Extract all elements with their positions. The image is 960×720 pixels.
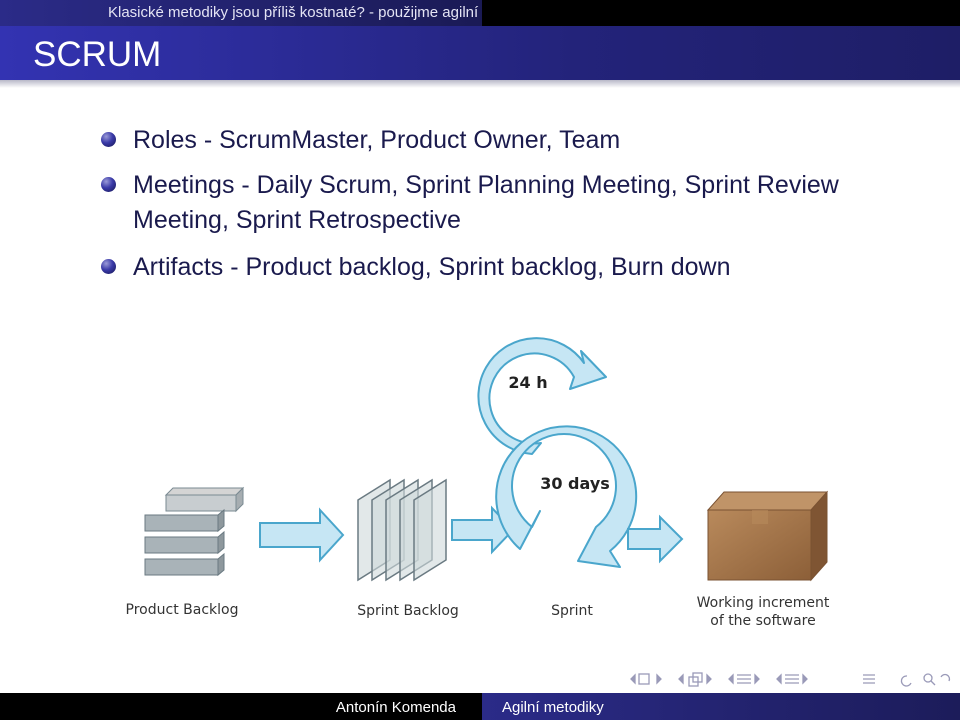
bullet-ball-icon [101,259,116,274]
footer-author: Antonín Komenda [335,699,456,716]
footer-bar: Antonín Komenda Agilní metodiky [0,693,960,720]
navigation-symbols [630,672,951,687]
bullet-text-roles: Roles - ScrumMaster, Product Owner, Team [133,126,621,154]
bullet-ball-icon [101,177,116,192]
daily-cycle-arrow-icon [477,337,607,455]
bullet-text-artifacts: Artifacts - Product backlog, Sprint back… [133,253,731,281]
nav-prev-frame-icon[interactable] [630,673,650,685]
label-product-backlog: Product Backlog [126,602,239,618]
bullet-text-meetings-line2: Meeting, Sprint Retrospective [133,206,461,234]
nav-outline-icon[interactable] [863,674,875,684]
nav-prev-section-icon[interactable] [728,673,751,685]
footer-title-box: Agilní metodiky [482,693,960,720]
label-sprint: Sprint [551,603,593,619]
bullet-text-meetings-line1: Meetings - Daily Scrum, Sprint Planning … [133,171,839,199]
nav-prev-subsection-icon[interactable] [678,672,703,687]
sprint-cycle-arrow-icon [495,425,638,568]
scrum-process-diagram: 24 h 30 days Product Backlog Sprint Back… [126,337,830,629]
sprint-cycle-label: 30 days [540,474,610,493]
product-backlog-stack-icon [144,486,245,577]
flow-arrow-icon [451,505,515,555]
frame-title: SCRUM [33,35,162,74]
label-increment-line2: of the software [710,613,816,629]
section-navigation[interactable]: Klasické metodiky jsou příliš kostnaté? … [0,0,482,26]
label-sprint-backlog: Sprint Backlog [357,603,459,619]
footer-author-box: Antonín Komenda [0,693,482,720]
nav-prev-section2-icon[interactable] [776,673,799,685]
header-bar: Klasické metodiky jsou příliš kostnaté? … [0,0,960,26]
nav-next-section2-icon[interactable] [802,673,808,685]
nav-next-subsection-icon[interactable] [706,673,712,685]
section-title[interactable]: Klasické metodiky jsou příliš kostnaté? … [108,4,479,21]
frame-title-bar: SCRUM [0,26,960,80]
label-increment-line1: Working increment [697,595,830,611]
sprint-backlog-sheets-icon [357,478,447,582]
bullet-ball-icon [101,132,116,147]
nav-next-section-icon[interactable] [754,673,760,685]
nav-search-icon[interactable] [900,673,951,687]
nav-next-frame-icon[interactable] [656,673,662,685]
daily-cycle-label: 24 h [508,373,547,392]
flow-arrow-icon [259,507,345,563]
title-shadow [0,80,960,88]
flow-arrow-icon [627,514,684,564]
working-increment-box-icon [706,490,829,582]
footer-short-title: Agilní metodiky [502,699,604,716]
